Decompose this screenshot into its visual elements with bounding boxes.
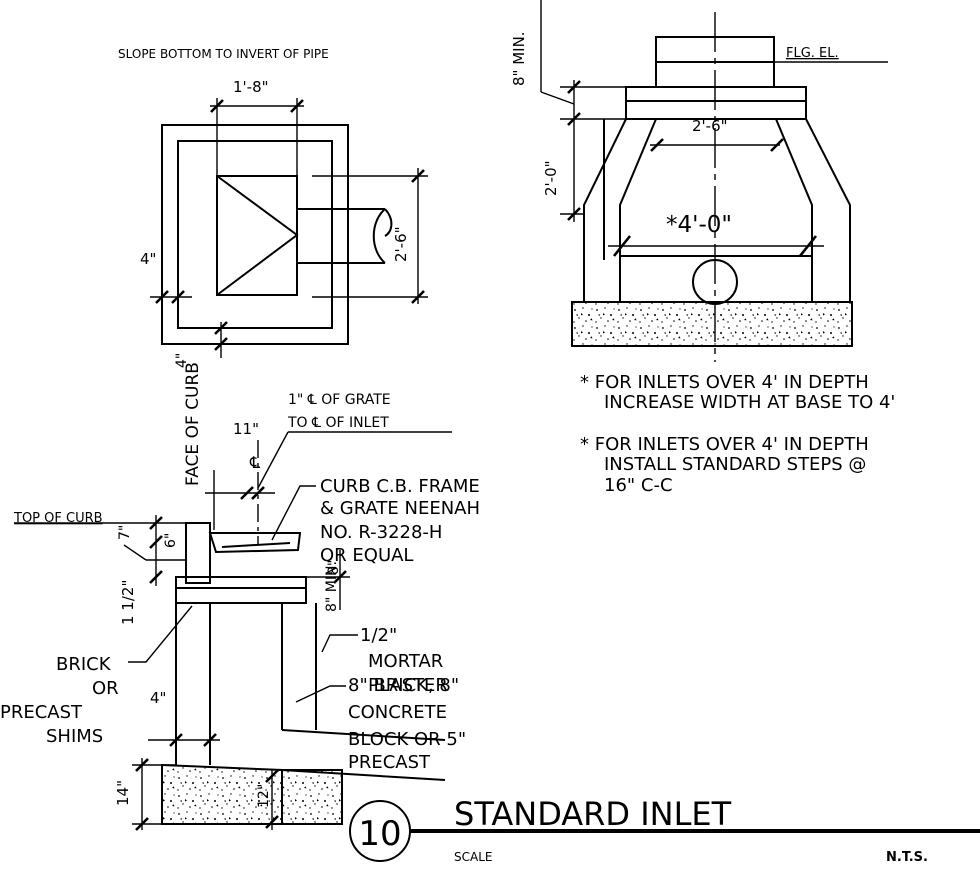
frame-note-line-4: OR EQUAL	[320, 545, 413, 566]
dim-11: 11"	[233, 420, 259, 438]
grate-offset-line-2: TO ℄ OF INLET	[287, 415, 389, 431]
wall-note-line-3: BLOCK OR 5"	[348, 729, 466, 750]
shims-note-line-3: PRECAST	[0, 702, 83, 723]
dim-14: 14"	[114, 780, 132, 806]
frame-note-line-1: CURB C.B. FRAME	[320, 476, 480, 497]
plan-inner-wall	[177, 140, 333, 329]
plan-note: SLOPE BOTTOM TO INVERT OF PIPE	[118, 47, 329, 61]
scale-label: SCALE	[454, 850, 492, 864]
side-section: FACE OF CURB ℄ 11" 1" ℄ OF GRATE TO ℄ OF…	[0, 362, 480, 831]
plan-dim-left: 4"	[140, 250, 156, 268]
plaster-line-1: 1/2"	[360, 625, 397, 646]
dim-2-0: 2'-0"	[542, 160, 560, 196]
dim-8-upper: 8"	[326, 560, 342, 575]
plan-dim-top: 1'-8"	[233, 78, 269, 96]
section-outer-wall-left	[583, 118, 627, 302]
cl-symbol: ℄	[249, 453, 261, 472]
plaster-line-3: PLASTER	[368, 675, 448, 696]
note-1-line-1: * FOR INLETS OVER 4' IN DEPTH	[580, 372, 869, 393]
shims-note-line-4: SHIMS	[46, 726, 103, 747]
plan-outer-wall	[161, 124, 349, 345]
frame-note-line-3: NO. R-3228-H	[320, 522, 442, 543]
note-2-line-1: * FOR INLETS OVER 4' IN DEPTH	[580, 434, 869, 455]
wall-note-line-4: PRECAST	[348, 752, 431, 773]
section-view: FLG. EL. 8" MIN. 2'-0" 2'-6"	[510, 0, 888, 362]
face-of-curb: FACE OF CURB	[183, 362, 203, 486]
note-2-line-3: 16" C-C	[604, 475, 673, 496]
dim-7: 7"	[117, 525, 133, 540]
plaster-line-2: MORTAR	[368, 651, 443, 672]
plan-dim-bottom: 4"	[174, 353, 190, 368]
dim-6: 6"	[163, 533, 179, 548]
section-grate-ring	[625, 86, 807, 120]
dim-8-min-side: 8" MIN.	[324, 561, 340, 612]
plan-pipe-break	[372, 208, 386, 264]
plan-view: SLOPE BOTTOM TO INVERT OF PIPE 1'-8" 2'-…	[118, 47, 428, 368]
wall-note-line-1: 8" BRICK, 8"	[348, 675, 459, 696]
frame-seat	[175, 576, 307, 604]
plan-grate	[216, 175, 298, 296]
top-of-curb-label: TOP OF CURB	[13, 511, 103, 526]
section-outer-wall-right	[805, 118, 851, 302]
dim-12: 12"	[256, 784, 272, 808]
dim-2-6: 2'-6"	[692, 117, 728, 135]
dim-1-half: 1 1/2"	[119, 580, 137, 625]
plan-dim-right: 2'-6"	[392, 226, 410, 262]
scale-value: N.T.S.	[886, 850, 928, 865]
dim-8-min: 8" MIN.	[510, 31, 528, 86]
title-block: 10 STANDARD INLET SCALE N.T.S.	[349, 795, 980, 865]
frame-note-line-2: & GRATE NEENAH	[320, 498, 480, 519]
shims-note-line-2: OR	[92, 678, 119, 699]
grate-frame	[208, 532, 302, 554]
notes: * FOR INLETS OVER 4' IN DEPTH INCREASE W…	[580, 372, 895, 496]
note-2-line-2: INSTALL STANDARD STEPS @	[604, 454, 866, 475]
flg-el-label: FLG. EL.	[786, 46, 839, 61]
dim-4-0: *4'-0"	[666, 212, 732, 238]
wall-note-line-2: CONCRETE	[348, 702, 447, 723]
curb	[185, 522, 211, 584]
detail-number: 10	[358, 814, 401, 854]
drawing-title: STANDARD INLET	[454, 795, 732, 833]
section-base-slab	[571, 301, 853, 347]
note-1-line-2: INCREASE WIDTH AT BASE TO 4'	[604, 392, 895, 413]
shims-note-line-1: BRICK	[56, 654, 112, 675]
dim-4-side: 4"	[150, 689, 166, 707]
plan-slope-lines	[216, 175, 299, 296]
grate-offset-line-1: 1" ℄ OF GRATE	[288, 392, 391, 408]
